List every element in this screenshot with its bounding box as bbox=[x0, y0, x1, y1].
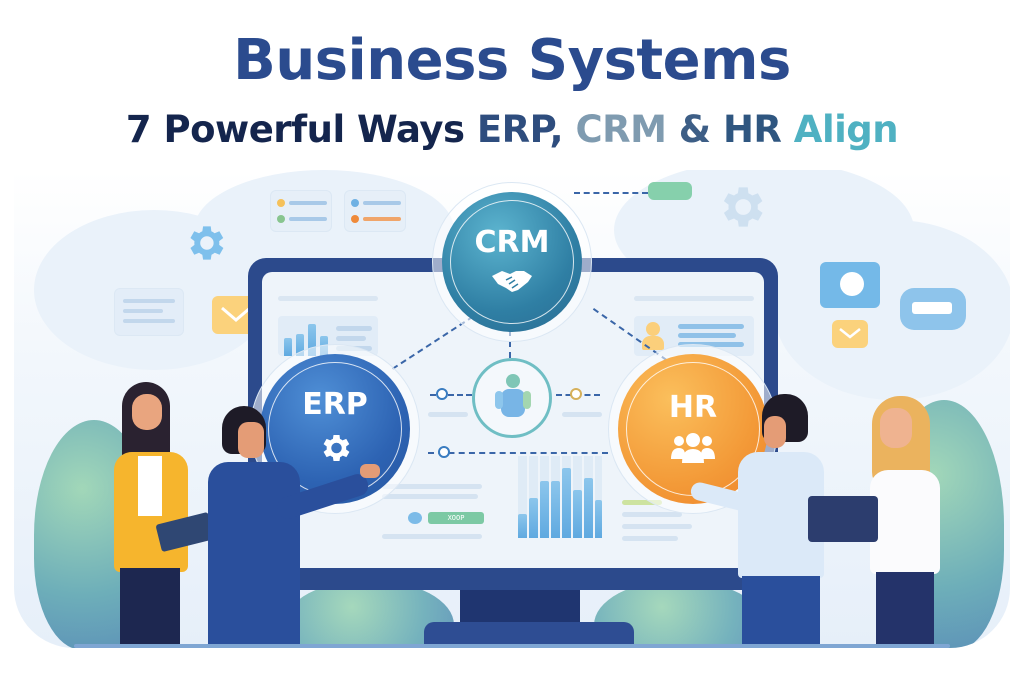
screen-line bbox=[622, 512, 682, 517]
monitor-stand-base bbox=[424, 622, 634, 648]
subtitle-crm: CRM bbox=[563, 108, 667, 151]
erp-label: ERP bbox=[302, 387, 368, 422]
person-man-blue-suit bbox=[208, 406, 380, 648]
laptop-icon bbox=[808, 496, 878, 542]
envelope-icon bbox=[832, 320, 868, 348]
background-cloud bbox=[774, 220, 1010, 400]
chart-bubble-icon bbox=[820, 262, 880, 308]
screen-header-bar bbox=[278, 296, 378, 301]
floor-line bbox=[74, 644, 950, 648]
connector-node bbox=[436, 388, 448, 400]
page-subtitle: 7 Powerful Ways ERP, CRM & HR Align bbox=[0, 106, 1024, 154]
subtitle-hr: HR bbox=[710, 108, 782, 151]
paper-plane-icon bbox=[648, 182, 692, 200]
screen-line bbox=[622, 524, 692, 529]
status-dot bbox=[408, 512, 422, 524]
subtitle-align: Align bbox=[781, 108, 899, 151]
crm-label: CRM bbox=[474, 225, 550, 260]
screen-line bbox=[428, 412, 468, 417]
connector-node bbox=[438, 446, 450, 458]
handshake-icon bbox=[490, 268, 534, 298]
screen-line bbox=[382, 494, 478, 499]
connector-node bbox=[570, 388, 582, 400]
screen-line bbox=[382, 484, 482, 489]
crm-node: CRM bbox=[442, 192, 582, 332]
person-woman-white-blouse bbox=[808, 396, 948, 648]
floating-card bbox=[270, 190, 332, 232]
page-title: Business Systems bbox=[233, 28, 791, 93]
connector-line bbox=[430, 394, 472, 396]
floating-card bbox=[344, 190, 406, 232]
profile-panel bbox=[634, 316, 754, 356]
connector-line bbox=[574, 192, 648, 194]
person-woman-yellow-blazer bbox=[106, 382, 215, 648]
team-icon bbox=[670, 433, 716, 467]
chat-bubble-icon bbox=[114, 288, 184, 336]
connector-line bbox=[428, 452, 608, 454]
subtitle-lead: 7 Powerful Ways bbox=[125, 108, 477, 151]
screen-line bbox=[382, 534, 482, 539]
person-man-light-shirt bbox=[689, 394, 830, 648]
gear-icon bbox=[317, 430, 353, 470]
screen-line bbox=[562, 412, 602, 417]
screen-header-bar bbox=[634, 296, 754, 301]
person-icon bbox=[493, 373, 533, 425]
subtitle-amp: & bbox=[666, 108, 711, 151]
center-node bbox=[472, 358, 552, 438]
illustration-scene: XOOP bbox=[14, 170, 1010, 648]
subtitle-erp: ERP, bbox=[476, 108, 564, 151]
bar-chart bbox=[518, 456, 602, 538]
gear-icon bbox=[714, 180, 768, 234]
hr-label: HR bbox=[668, 390, 718, 425]
status-badge: XOOP bbox=[428, 512, 484, 524]
hand bbox=[360, 464, 380, 478]
cloud-message-icon bbox=[900, 288, 966, 330]
gear-icon bbox=[182, 220, 228, 266]
screen-line bbox=[622, 500, 662, 505]
screen-line bbox=[622, 536, 678, 541]
